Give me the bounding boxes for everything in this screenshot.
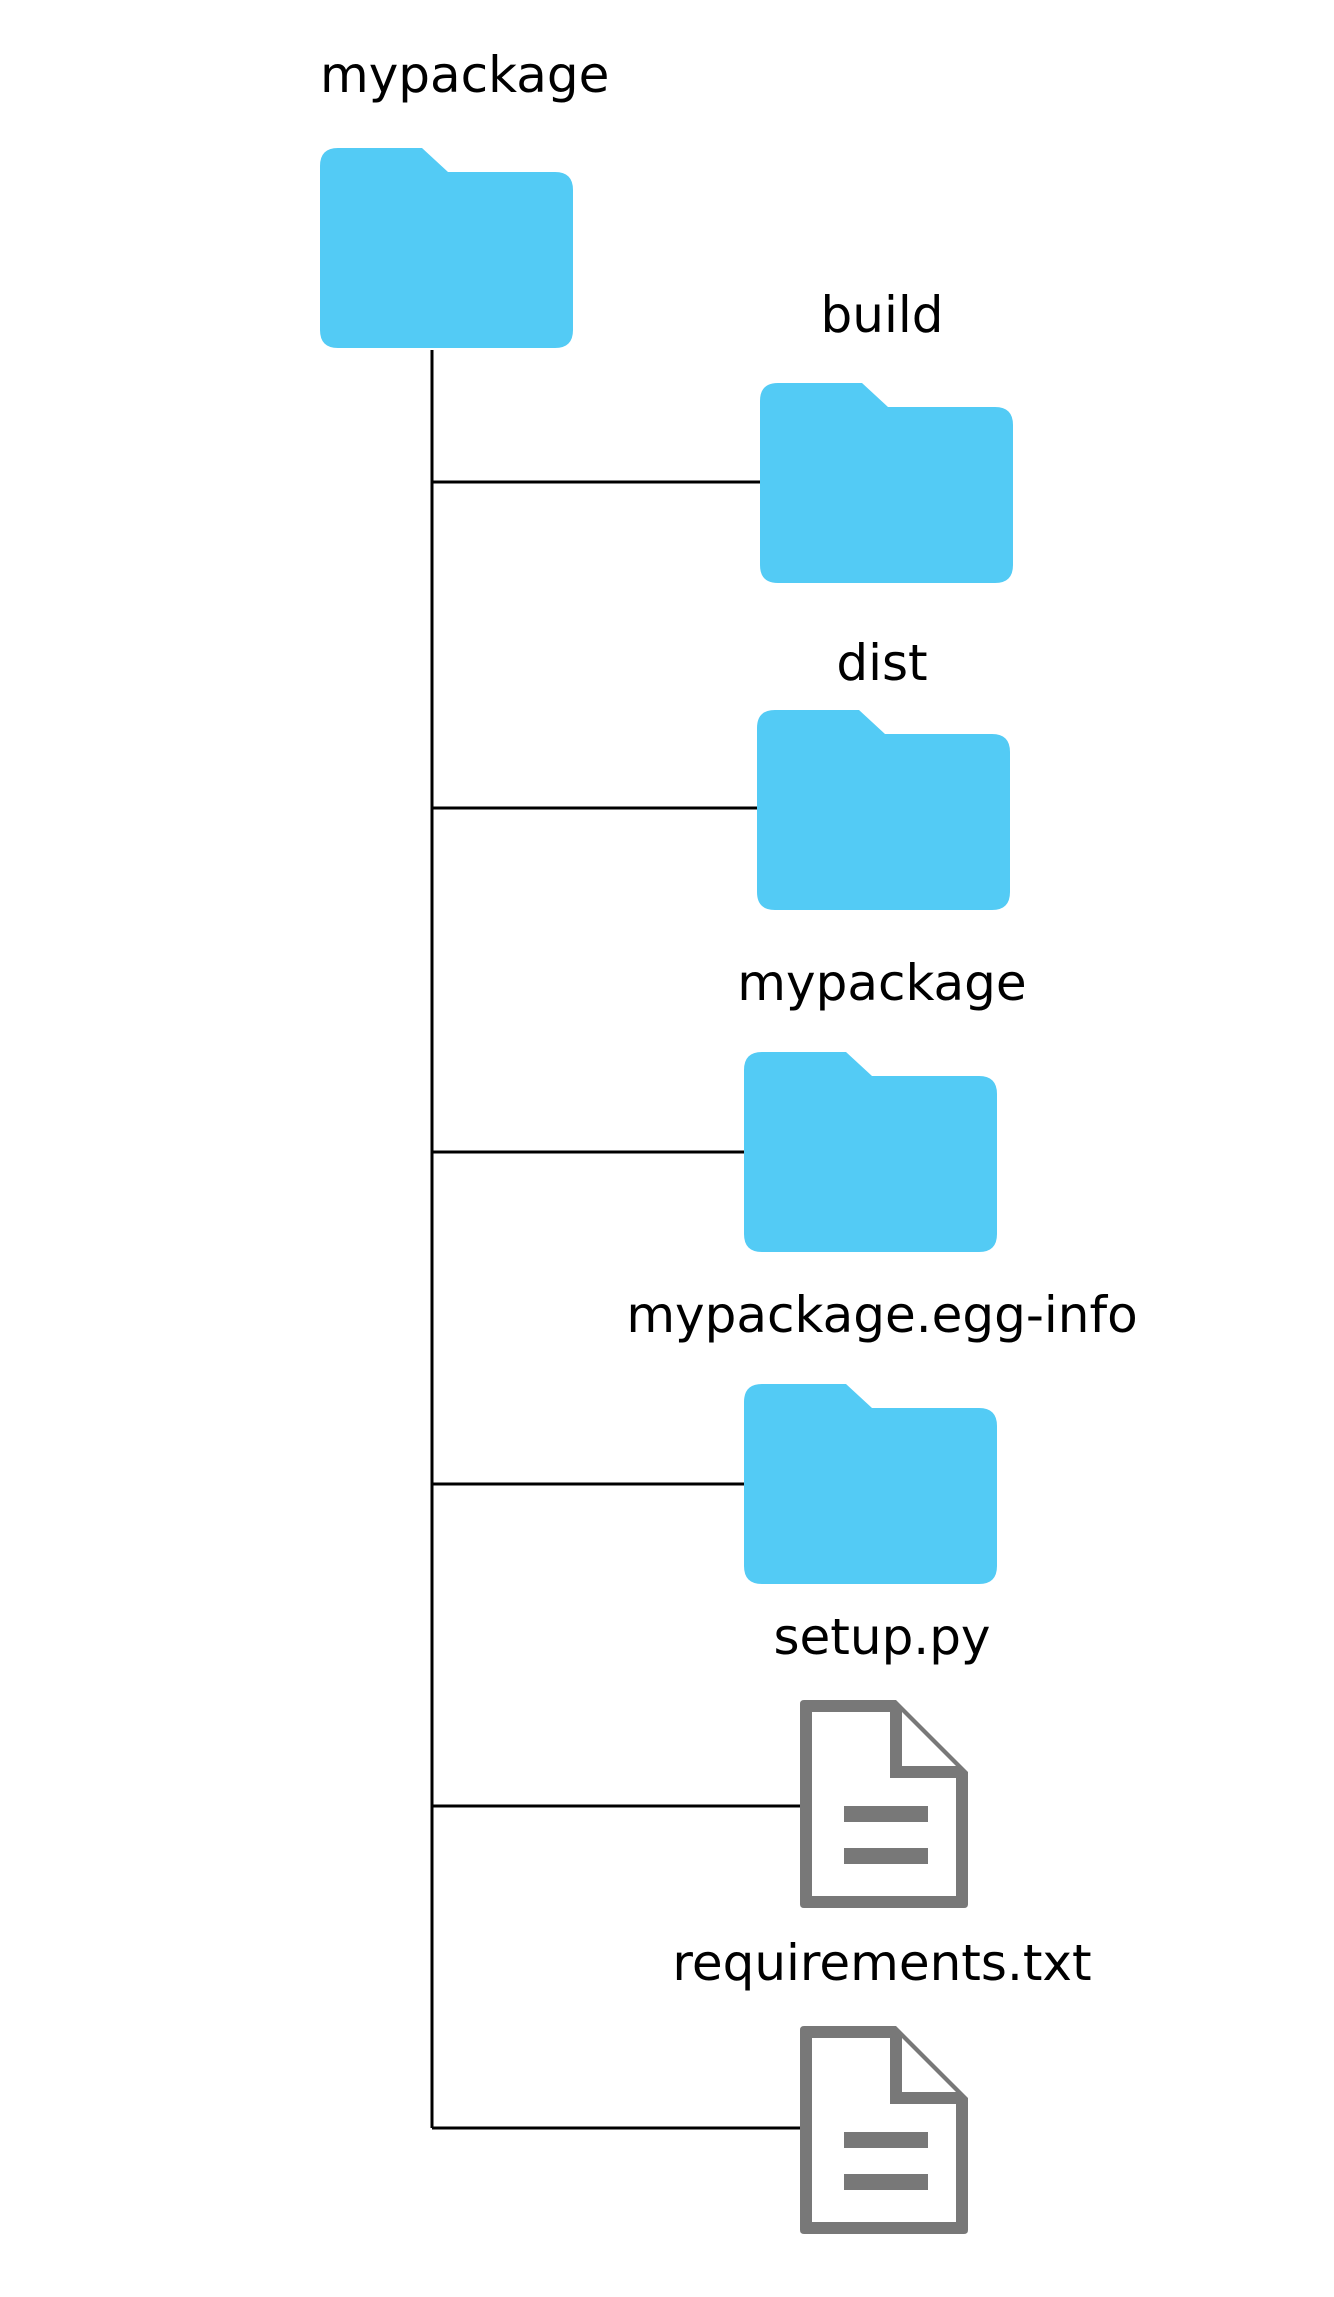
build-folder-label: build — [820, 286, 944, 344]
dist-folder-label: dist — [836, 634, 928, 692]
egg-info-folder-icon — [744, 1384, 997, 1584]
requirements-file-label: requirements.txt — [672, 1934, 1092, 1992]
egg-info-folder-label: mypackage.egg-info — [626, 1286, 1138, 1344]
requirements-file-icon — [800, 2026, 968, 2234]
mypackage-folder-icon — [744, 1052, 997, 1252]
root-folder-label: mypackage — [320, 46, 610, 104]
dist-folder-icon — [757, 710, 1010, 910]
setup-file-label: setup.py — [773, 1608, 991, 1666]
root-folder-icon — [320, 148, 573, 348]
setup-file-icon — [800, 1700, 968, 1908]
build-folder-icon — [760, 383, 1013, 583]
mypackage-folder-label: mypackage — [737, 954, 1027, 1012]
